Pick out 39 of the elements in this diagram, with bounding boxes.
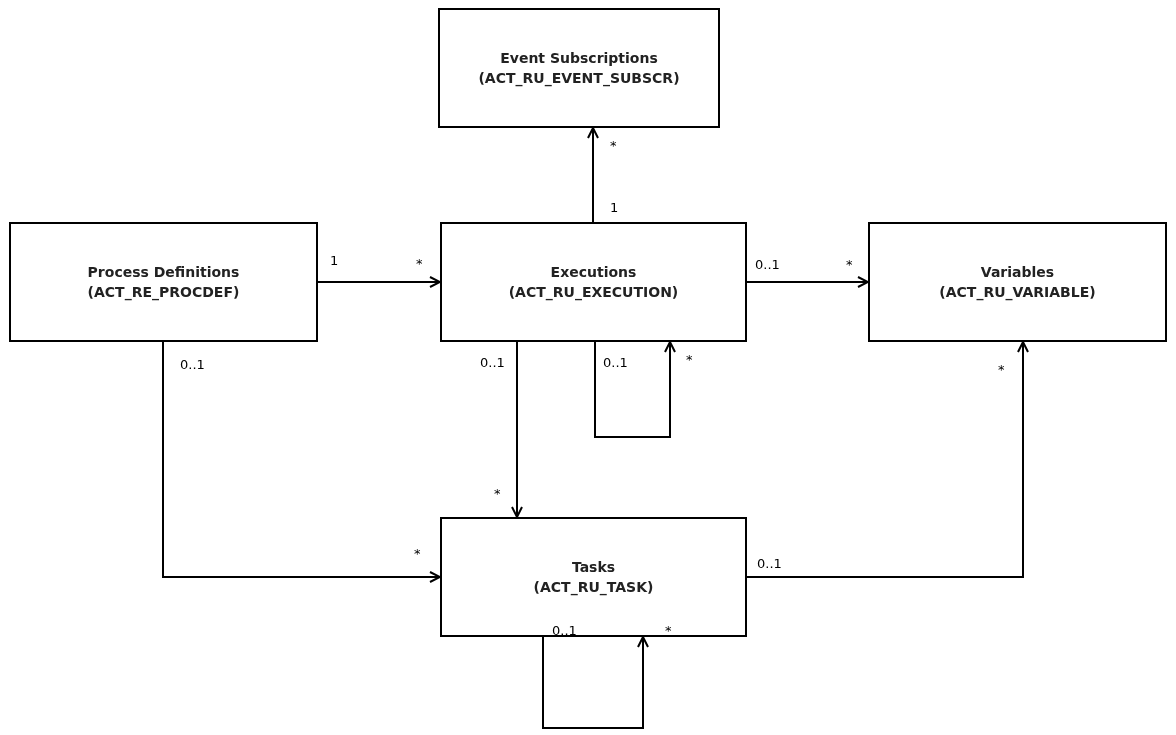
multiplicity-label: * <box>665 623 672 638</box>
entity-box <box>9 222 318 342</box>
arrow <box>511 341 523 518</box>
arrow <box>317 276 441 288</box>
table-name: (ACT_RU_EVENT_SUBSCR) <box>478 69 680 88</box>
table-name: (ACT_RU_VARIABLE) <box>939 283 1096 302</box>
arrow <box>746 276 869 288</box>
multiplicity-label: * <box>686 352 693 367</box>
entity-box <box>440 517 747 637</box>
multiplicity-label: 0..1 <box>757 556 782 571</box>
multiplicity-label: 1 <box>330 253 339 268</box>
table-name: (ACT_RE_PROCDEF) <box>87 283 240 302</box>
multiplicity-label: * <box>416 256 423 271</box>
multiplicity-label: 0..1 <box>480 355 505 370</box>
multiplicity-label: 0..1 <box>755 257 780 272</box>
table-name: (ACT_RU_TASK) <box>533 578 654 597</box>
multiplicity-label: 0..1 <box>180 357 205 372</box>
multiplicity-label: 1 <box>610 200 619 215</box>
arrow <box>746 341 1029 578</box>
multiplicity-label: * <box>998 362 1005 377</box>
entity-name: Tasks <box>571 558 616 577</box>
table-name: (ACT_RU_EXECUTION) <box>508 283 679 302</box>
entity-box <box>440 222 747 342</box>
entity-box <box>868 222 1167 342</box>
arrow <box>542 636 649 729</box>
entity-name: Executions <box>550 263 637 282</box>
arrow <box>587 127 599 223</box>
entity-name: Process Definitions <box>87 263 240 282</box>
multiplicity-label: * <box>414 546 421 561</box>
entity-name: Event Subscriptions <box>500 49 658 68</box>
arrow <box>162 341 441 583</box>
multiplicity-label: * <box>846 257 853 272</box>
arrow <box>594 341 676 438</box>
entity-box <box>438 8 720 128</box>
multiplicity-label: 0..1 <box>603 355 628 370</box>
multiplicity-label: * <box>494 486 501 501</box>
multiplicity-label: * <box>610 138 617 153</box>
multiplicity-label: 0..1 <box>552 623 577 638</box>
entity-name: Variables <box>980 263 1055 282</box>
